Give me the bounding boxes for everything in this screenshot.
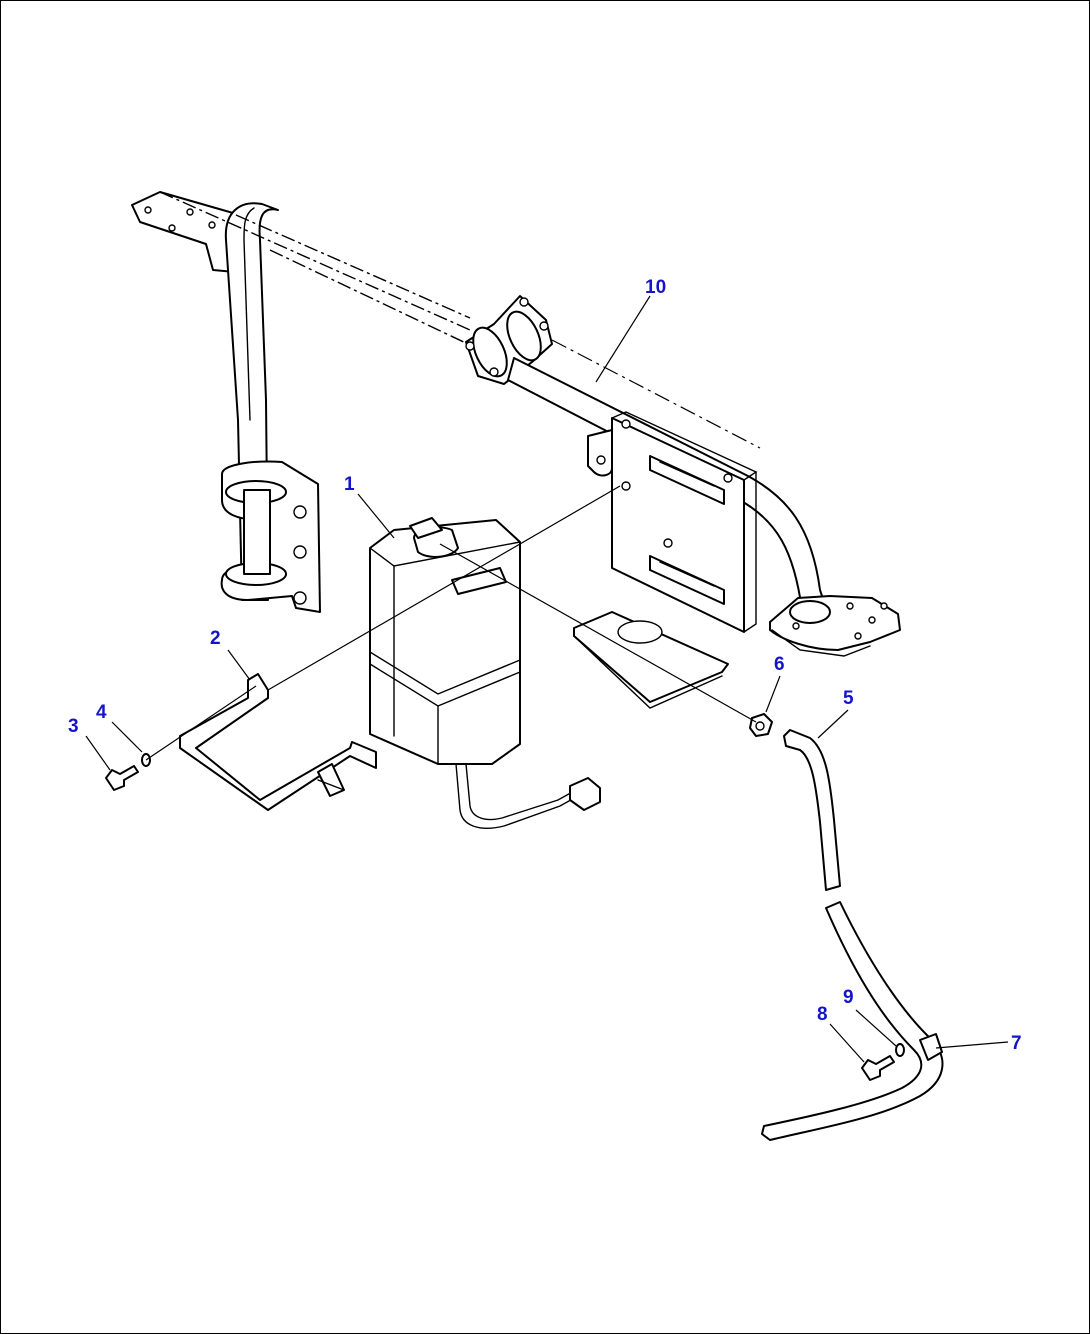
callout-6: 6 bbox=[774, 654, 785, 675]
bolt-right bbox=[861, 1055, 895, 1081]
leader-lines bbox=[85, 295, 1009, 1063]
callout-5: 5 bbox=[843, 688, 854, 709]
hose-clamp bbox=[749, 713, 773, 737]
callout-4: 4 bbox=[96, 702, 107, 723]
callout-2: 2 bbox=[210, 628, 221, 649]
assembly-lines bbox=[145, 485, 757, 761]
washer-tank bbox=[369, 517, 601, 829]
washer-right bbox=[895, 1043, 905, 1057]
callouts: 1 2 3 4 5 6 7 8 9 10 bbox=[68, 277, 1022, 1054]
hose-lower bbox=[761, 901, 944, 1141]
callout-10: 10 bbox=[645, 277, 666, 298]
hose-upper bbox=[783, 729, 841, 891]
callout-3: 3 bbox=[68, 716, 79, 737]
callout-1: 1 bbox=[344, 474, 355, 495]
bolt-left bbox=[105, 765, 139, 791]
callout-9: 9 bbox=[843, 987, 854, 1008]
callout-8: 8 bbox=[817, 1004, 828, 1025]
callout-7: 7 bbox=[1011, 1033, 1022, 1054]
tank-strap bbox=[179, 673, 377, 811]
tube-frame-assembly bbox=[131, 191, 901, 709]
